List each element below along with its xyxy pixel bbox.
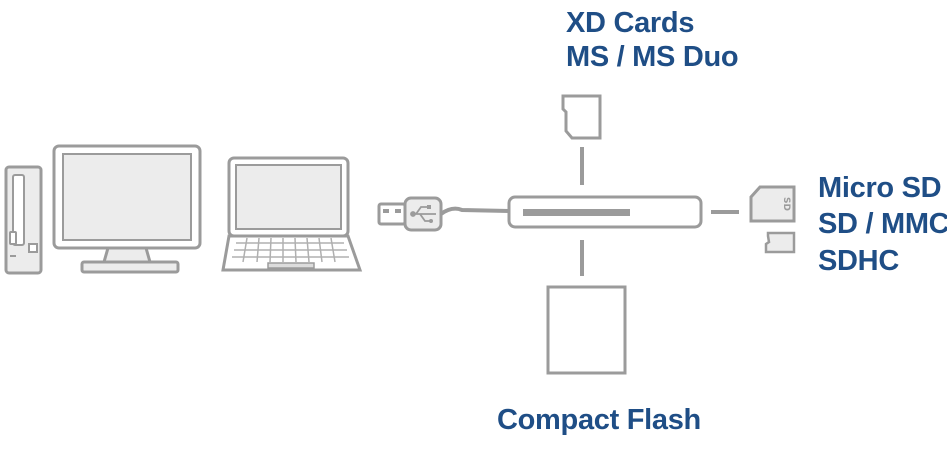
- usb-plug-icon: [377, 196, 443, 232]
- micro-sd-card-icon: [764, 231, 796, 254]
- label-micro-sd: Micro SD /: [818, 172, 947, 204]
- usb-cable: [439, 206, 511, 216]
- desktop-tower-icon: [4, 165, 43, 275]
- svg-text:SD: SD: [781, 197, 791, 211]
- label-sd-mmc: SD / MMC: [818, 208, 947, 240]
- xd-card-icon: [561, 94, 602, 140]
- label-xd-cards: XD Cards: [566, 7, 695, 39]
- connector-lines: [580, 147, 739, 276]
- monitor-icon: [52, 144, 202, 274]
- label-compact-flash: Compact Flash: [497, 404, 701, 436]
- laptop-icon: [221, 156, 363, 272]
- label-ms-duo: MS / MS Duo: [566, 41, 739, 73]
- compact-flash-card-icon: [546, 285, 627, 375]
- label-sdhc: SDHC: [818, 245, 899, 277]
- card-reader-icon: [507, 195, 703, 229]
- sd-card-icon: SD: [749, 185, 796, 223]
